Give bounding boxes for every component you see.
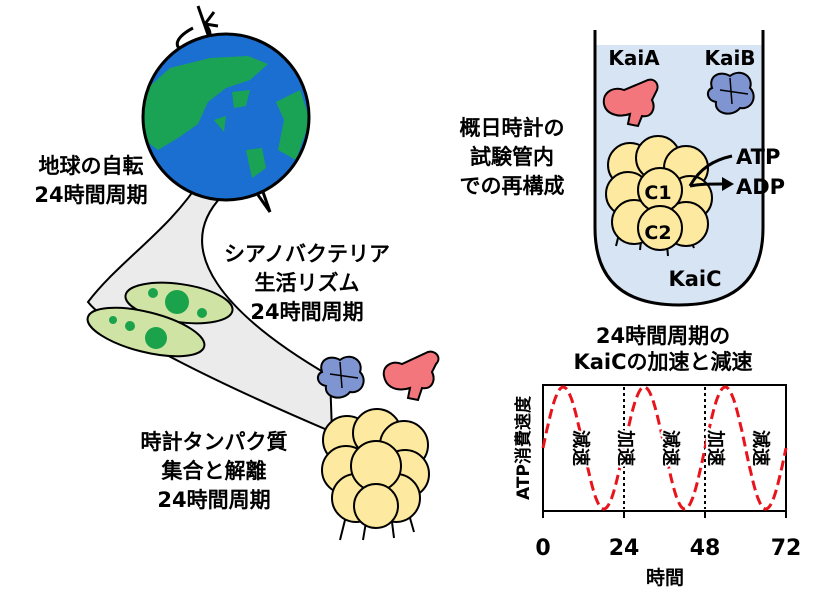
earth-rotation-label: 地球の自転 24時間周期 bbox=[6, 152, 176, 210]
atp-label: ATP bbox=[736, 145, 780, 169]
kaia-protein-icon bbox=[382, 350, 440, 402]
chart-x-tick-label: 72 bbox=[771, 536, 802, 561]
reconstitution-line2: 試験管内 bbox=[470, 145, 554, 169]
tube-kaia-icon bbox=[602, 78, 659, 128]
chart-phase-label-halo: 減速 bbox=[750, 430, 772, 466]
chart-title-line1: 24時間周期の bbox=[596, 324, 730, 348]
chart-title-line2: KaiCの加速と減速 bbox=[573, 350, 752, 374]
tube-kaic-icon: C1 C2 bbox=[605, 135, 713, 257]
reconstitution-line3: での再構成 bbox=[459, 174, 565, 198]
chart-series-line bbox=[541, 385, 788, 511]
chart-x-tick-label: 0 bbox=[535, 536, 550, 561]
chart-phase-label: 減速 bbox=[660, 430, 682, 466]
chart-phase-label: 減速 bbox=[750, 430, 772, 466]
earth-icon bbox=[141, 32, 311, 213]
chart-phase-label: 減速 bbox=[570, 430, 592, 466]
earth-rotation-line2: 24時間周期 bbox=[34, 183, 148, 207]
c2-label: C2 bbox=[644, 222, 671, 244]
chart-phase-label: 加速 bbox=[705, 429, 727, 466]
reconstitution-label: 概日時計の 試験管内 での再構成 bbox=[432, 114, 592, 201]
chart-phase-label-halo: 減速 bbox=[660, 430, 682, 466]
clock-protein-line1: 時計タンパク質 bbox=[140, 430, 288, 454]
chart-phase-label-halo: 減速 bbox=[570, 430, 592, 466]
reconstitution-line1: 概日時計の bbox=[459, 116, 565, 140]
kaib-label: KaiB bbox=[704, 46, 755, 70]
kaic-hexamer-icon bbox=[321, 408, 430, 541]
chart-phase-label-halo: 加速 bbox=[615, 429, 637, 466]
cyanobacteria-line3: 24時間周期 bbox=[250, 300, 364, 324]
chart-x-tick-label: 24 bbox=[609, 536, 640, 561]
clock-protein-label: 時計タンパク質 集合と解離 24時間周期 bbox=[124, 428, 304, 515]
kaib-protein-icon bbox=[316, 355, 365, 399]
cyanobacteria-cell-lower bbox=[86, 306, 206, 358]
kaic-label: KaiC bbox=[668, 267, 721, 291]
cyanobacteria-line2: 生活リズム bbox=[254, 271, 360, 295]
adp-label: ADP bbox=[736, 175, 785, 199]
atp-adp-arrow bbox=[688, 154, 734, 191]
chart-y-axis-label: ATP消費速度 bbox=[513, 395, 534, 500]
kaia-label: KaiA bbox=[608, 46, 660, 70]
clock-protein-line3: 24時間周期 bbox=[157, 488, 271, 512]
cyanobacteria-line1: シアノバクテリア bbox=[223, 242, 391, 266]
tube-kaib-icon bbox=[706, 71, 755, 115]
cyanobacteria-label: シアノバクテリア 生活リズム 24時間周期 bbox=[212, 240, 402, 327]
chart-x-axis-label: 時間 bbox=[646, 567, 684, 589]
earth-rotation-line1: 地球の自転 bbox=[38, 154, 144, 178]
chart-x-tick-label: 48 bbox=[690, 536, 721, 561]
clock-protein-line2: 集合と解離 bbox=[161, 459, 267, 483]
chart-phase-label-halo: 加速 bbox=[705, 429, 727, 466]
chart-phase-label: 加速 bbox=[615, 429, 637, 466]
c1-label: C1 bbox=[644, 182, 671, 204]
